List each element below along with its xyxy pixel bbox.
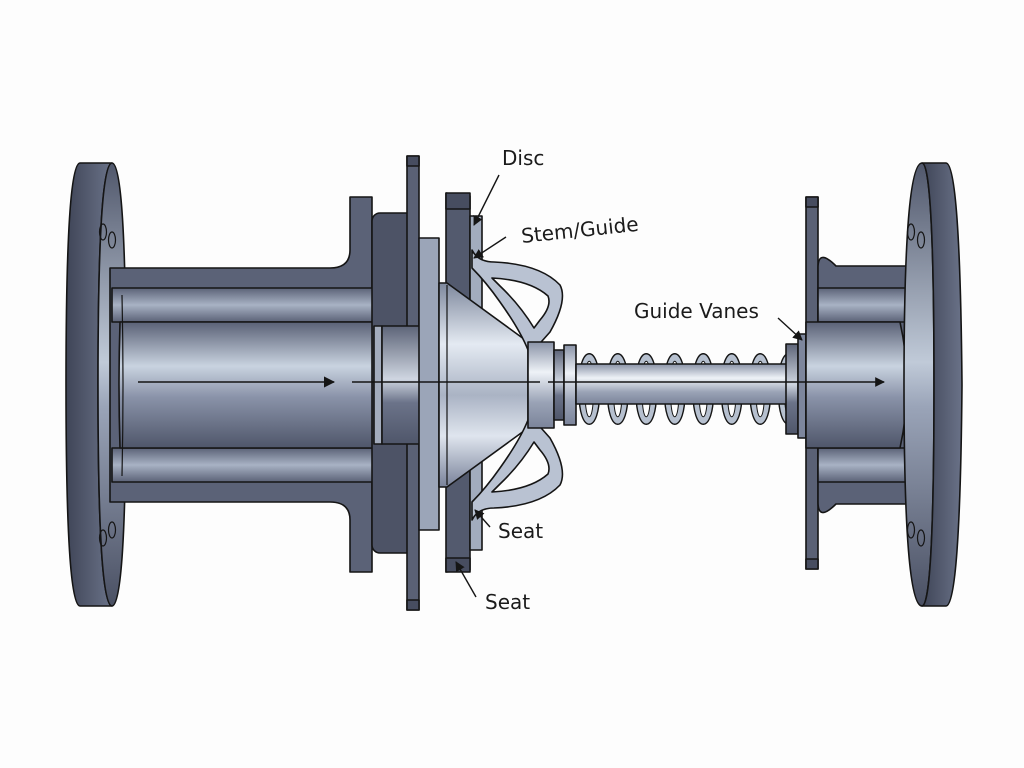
label-seat-upper: Seat bbox=[474, 509, 543, 543]
label-guide-vanes: Guide Vanes bbox=[634, 299, 803, 341]
label-stem-guide: Stem/Guide bbox=[473, 212, 640, 259]
inlet-body bbox=[109, 155, 421, 611]
leader-stem-guide bbox=[473, 236, 507, 259]
bolt-hole-icon bbox=[107, 521, 117, 539]
label-seat-lower: Seat bbox=[455, 561, 530, 614]
leader-disc bbox=[473, 174, 500, 226]
outlet-flange bbox=[903, 162, 963, 607]
seat-ring bbox=[418, 237, 440, 531]
bolt-hole-icon bbox=[916, 529, 926, 547]
label-disc: Disc bbox=[473, 146, 544, 226]
label-seat-lower-text: Seat bbox=[485, 590, 530, 614]
bolt-hole-icon bbox=[906, 223, 916, 241]
bolt-hole-icon bbox=[98, 223, 108, 241]
bolt-hole-icon bbox=[107, 231, 117, 249]
label-stem-guide-text: Stem/Guide bbox=[520, 212, 640, 248]
leader-seat-lower bbox=[455, 561, 477, 598]
stem-guide bbox=[471, 249, 577, 521]
bolt-hole-icon bbox=[98, 529, 108, 547]
stem-rod bbox=[575, 363, 791, 405]
label-disc-text: Disc bbox=[502, 146, 544, 170]
leader-guide-vanes bbox=[777, 317, 803, 341]
bolt-hole-icon bbox=[916, 231, 926, 249]
guide-vanes bbox=[785, 333, 807, 439]
outlet-body bbox=[805, 196, 915, 570]
bolt-hole-icon bbox=[906, 521, 916, 539]
label-seat-upper-text: Seat bbox=[498, 519, 543, 543]
label-guide-vanes-text: Guide Vanes bbox=[634, 299, 759, 323]
leader-seat-upper bbox=[474, 509, 491, 528]
